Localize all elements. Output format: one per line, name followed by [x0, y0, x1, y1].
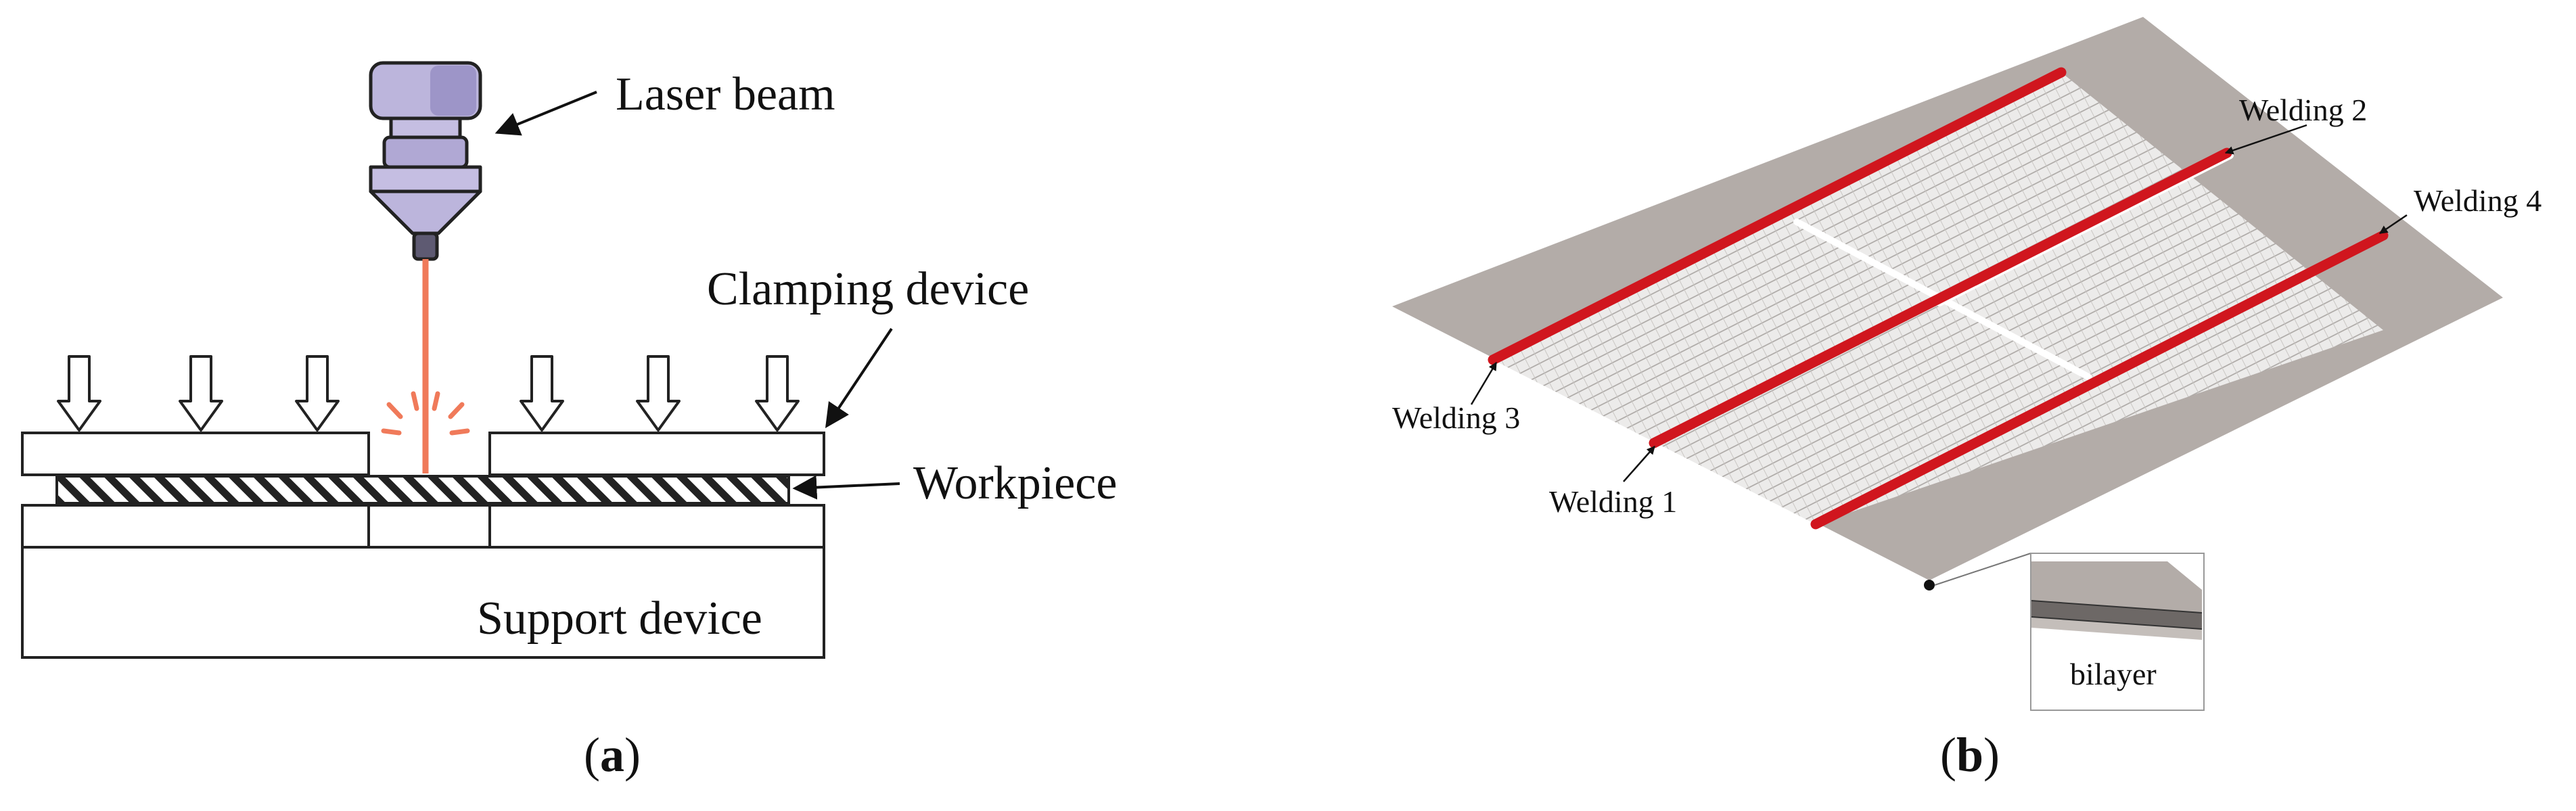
laser-head-ring	[382, 135, 469, 169]
pressure-arrow	[57, 355, 101, 432]
welding-3-leader	[1470, 361, 1498, 405]
leader-arrows-b	[1470, 124, 2408, 482]
laser-leader	[495, 91, 597, 136]
laser-tip	[412, 231, 439, 261]
pressure-arrow	[295, 355, 340, 432]
label-welding-2: Welding 2	[2239, 93, 2367, 127]
label-welding-3: Welding 3	[1392, 400, 1520, 435]
label-welding-4: Welding 4	[2414, 183, 2542, 218]
corner-dot	[1924, 580, 1935, 590]
label-bilayer: bilayer	[2070, 657, 2157, 691]
label-clamping-device: Clamping device	[707, 263, 1029, 315]
caption-b: (b)	[1940, 728, 2000, 782]
label-support-device: Support device	[477, 593, 762, 645]
bilayer-leader	[1934, 553, 2031, 586]
clamp-right	[488, 432, 825, 476]
support-base	[21, 546, 825, 659]
support-top-left	[21, 504, 370, 549]
bilayer-inset: bilayer	[2030, 553, 2205, 711]
welding-4-leader	[2378, 214, 2408, 235]
weld-line-4	[1810, 230, 2389, 530]
laser-head	[369, 61, 482, 261]
label-workpiece: Workpiece	[913, 457, 1117, 509]
panel-b: bilayer Welding 2 Welding 4 Welding 3 We…	[1392, 17, 2542, 782]
pressure-arrow	[520, 355, 564, 432]
pressure-arrows	[57, 355, 800, 432]
leader-arrows-a	[495, 91, 900, 500]
welding-2-leader	[2224, 124, 2307, 155]
weld-line-1	[1649, 147, 2232, 448]
pressure-arrow	[755, 355, 800, 432]
pressure-arrow	[179, 355, 223, 432]
caption-a: (a)	[584, 728, 641, 782]
panel-a: Laser beam Clamping device Workpiece Sup…	[21, 61, 1117, 782]
label-laser-beam: Laser beam	[616, 68, 835, 120]
clamp-left	[21, 432, 370, 476]
spark-marks	[381, 391, 470, 436]
welding-1-leader	[1623, 446, 1655, 482]
weld-lines	[1488, 67, 2389, 530]
workpiece-leader	[792, 475, 900, 500]
workpiece	[55, 475, 790, 505]
laser-head-collar	[369, 165, 482, 193]
support-top-right	[488, 504, 825, 549]
clamp-leader	[825, 327, 893, 428]
support-device	[21, 504, 825, 659]
laser-nozzle	[369, 189, 482, 235]
laser-head-neck	[389, 116, 462, 139]
support-top-center	[367, 504, 491, 549]
weld-line-3	[1488, 67, 2067, 365]
label-welding-1: Welding 1	[1549, 484, 1677, 519]
pressure-arrow	[636, 355, 681, 432]
